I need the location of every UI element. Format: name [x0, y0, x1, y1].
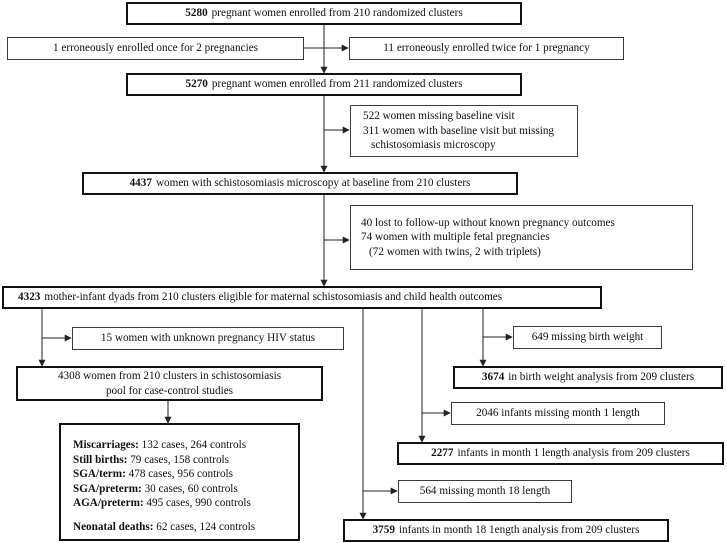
sga-preterm-row: SGA/preterm: 30 cases, 60 controls [73, 482, 288, 497]
still-births-label: Still births: [73, 453, 128, 466]
enrolled-corrected-count: 5270 [185, 78, 208, 91]
missing-baseline-line3: schistosomiasis microscopy [371, 139, 496, 152]
sga-term-value: 478 cases, 956 controls [128, 468, 234, 481]
miscarriages-row: Miscarriages: 132 cases, 264 controls [73, 438, 288, 453]
missing-baseline-line2: 311 women with baseline visit but missin… [363, 124, 555, 137]
case-control-box: Miscarriages: 132 cases, 264 controls St… [59, 423, 300, 541]
unknown-hiv-box: 15 women with unknown pregnancy HIV stat… [72, 327, 344, 350]
neonatal-deaths-value: 62 cases, 124 controls [156, 520, 256, 533]
birth-weight-analysis-box: 3674 in birth weight analysis from 209 c… [453, 366, 723, 389]
case-control-pool-box: 4308 women from 210 clusters in schistos… [16, 366, 323, 401]
error-twice-box: 11 erroneously enrolled twice for 1 preg… [349, 37, 624, 60]
missing-birth-weight-box: 649 missing birth weight [513, 326, 662, 349]
sga-preterm-label: SGA/preterm: [73, 482, 142, 495]
missing-month1-text: 2046 infants missing month 1 length [476, 407, 640, 420]
enrolled-initial-box: 5280 pregnant women enrolled from 210 ra… [126, 2, 522, 25]
month1-analysis-count: 2277 [431, 447, 454, 460]
microscopy-box: 4437 women with schistosomiasis microsco… [82, 172, 518, 195]
miscarriages-label: Miscarriages: [73, 439, 139, 451]
missing-month18-text: 564 missing month 18 length [419, 485, 551, 498]
aga-preterm-label: AGA/preterm: [73, 497, 144, 510]
error-once-box: 1 erroneously enrolled once for 2 pregna… [7, 37, 304, 60]
sga-term-label: SGA/term: [73, 468, 126, 481]
excluded-pregnancy-box: 40 lost to follow-up without known pregn… [350, 205, 693, 270]
enrolled-corrected-box: 5270 pregnant women enrolled from 211 ra… [126, 73, 522, 96]
enrolled-initial-count: 5280 [185, 7, 208, 20]
still-births-row: Still births: 79 cases, 158 controls [73, 453, 288, 468]
missing-baseline-line1: 522 women missing baseline visit [363, 110, 515, 123]
neonatal-deaths-row: Neonatal deaths: 62 cases, 124 controls [73, 520, 288, 535]
case-control-pool-line1: 4308 women from 210 clusters in schistos… [57, 369, 282, 382]
enrolled-corrected-text: pregnant women enrolled from 211 randomi… [211, 78, 463, 91]
dyads-box: 4323 mother-infant dyads from 210 cluste… [2, 286, 602, 309]
missing-birth-weight-text: 649 missing birth weight [531, 331, 644, 344]
birth-weight-analysis-count: 3674 [481, 371, 505, 384]
month18-analysis-text: infants in month 18 1ength analysis from… [398, 524, 640, 537]
missing-month18-box: 564 missing month 18 length [398, 480, 572, 503]
month18-analysis-box: 3759 infants in month 18 1ength analysis… [343, 519, 669, 542]
birth-weight-analysis-text: in birth weight analysis from 209 cluste… [508, 371, 695, 384]
excluded-pregnancy-line3: (72 women with twins, 2 with triplets) [369, 245, 541, 258]
sga-preterm-value: 30 cases, 60 controls [144, 482, 238, 495]
excluded-pregnancy-line1: 40 lost to follow-up without known pregn… [361, 216, 615, 229]
case-control-pool-line2: pool for case-control studies [105, 384, 234, 397]
unknown-hiv-text: 15 women with unknown pregnancy HIV stat… [100, 332, 316, 345]
error-twice-text: 11 erroneously enrolled twice for 1 preg… [383, 42, 590, 55]
aga-preterm-row: AGA/preterm: 495 cases, 990 controls [73, 496, 288, 511]
dyads-count: 4323 [18, 291, 41, 304]
missing-baseline-box: 522 women missing baseline visit 311 wom… [350, 105, 578, 157]
aga-preterm-value: 495 cases, 990 controls [146, 497, 251, 510]
missing-month1-box: 2046 infants missing month 1 length [451, 402, 665, 425]
enrolled-initial-text: pregnant women enrolled from 210 randomi… [211, 7, 463, 20]
still-births-value: 79 cases, 158 controls [130, 453, 230, 466]
microscopy-text: women with schistosomiasis microscopy at… [155, 177, 471, 190]
neonatal-deaths-label: Neonatal deaths: [73, 520, 154, 533]
miscarriages-value: 132 cases, 264 controls [141, 439, 247, 451]
error-once-text: 1 erroneously enrolled once for 2 pregna… [52, 42, 259, 55]
month18-analysis-count: 3759 [372, 524, 395, 537]
month1-analysis-box: 2277 infants in month 1 length analysis … [397, 442, 724, 465]
excluded-pregnancy-line2: 74 women with multiple fetal pregnancies [361, 231, 550, 244]
month1-analysis-text: infants in month 1 length analysis from … [457, 447, 690, 460]
microscopy-count: 4437 [129, 177, 152, 190]
sga-term-row: SGA/term: 478 cases, 956 controls [73, 467, 288, 482]
dyads-text: mother-infant dyads from 210 clusters el… [44, 291, 503, 304]
